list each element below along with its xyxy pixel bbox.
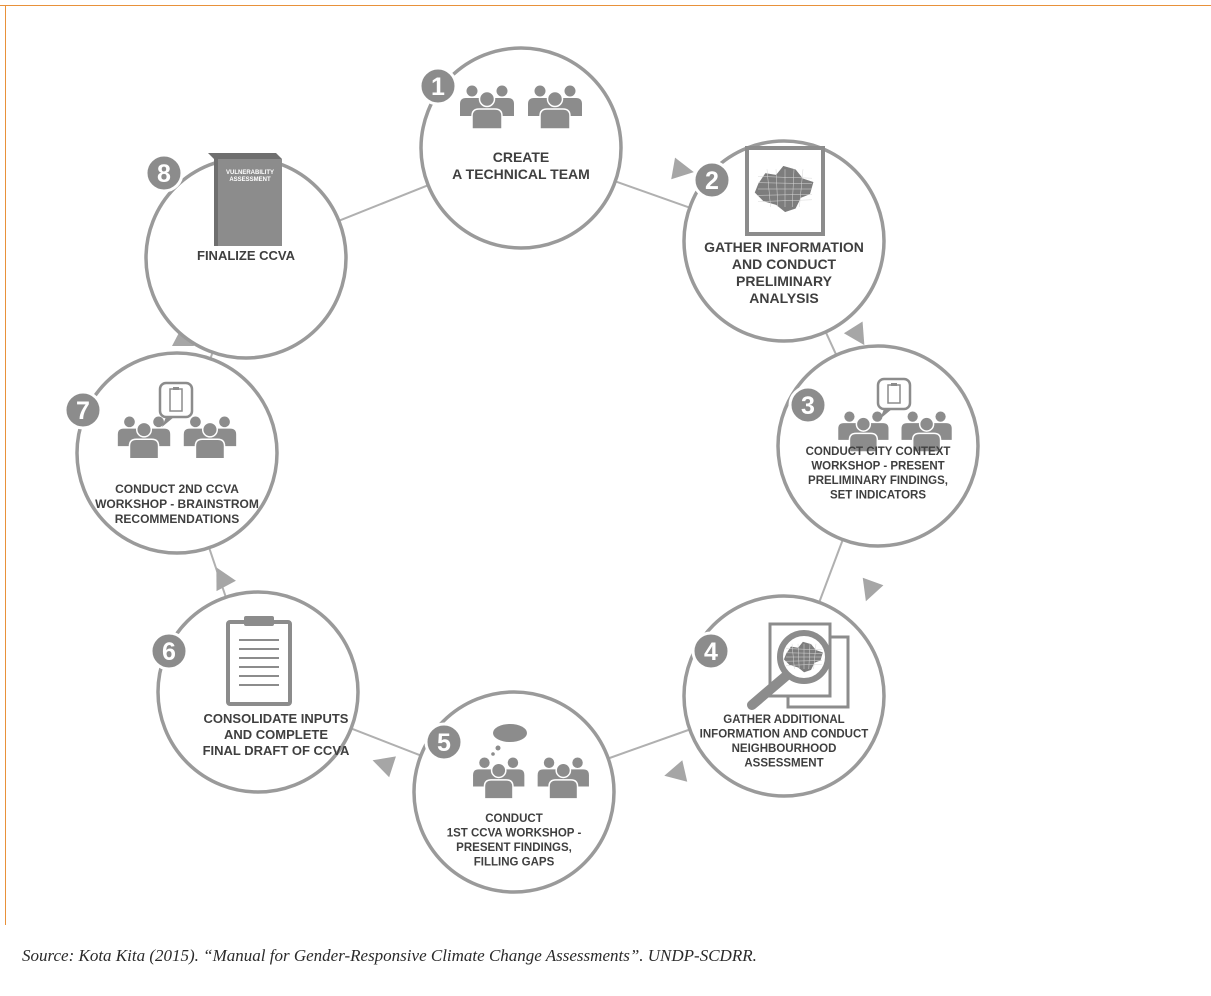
step-number-badge: 2 — [692, 160, 732, 200]
report-cover-text: ASSESSMENT — [229, 177, 271, 183]
step-label: CONDUCT 2ND CCVA — [115, 482, 239, 496]
connector-line — [350, 727, 422, 757]
clipboard-icon — [226, 616, 292, 706]
connector-line — [818, 539, 844, 603]
step-number-badge: 5 — [424, 722, 464, 762]
step-number: 5 — [437, 729, 451, 757]
connector-line — [338, 184, 429, 222]
step-number: 1 — [431, 73, 445, 101]
arrow-head — [862, 577, 884, 602]
step-number: 7 — [76, 397, 90, 425]
step-label: WORKSHOP - PRESENT — [811, 461, 944, 473]
report-cover-text: VULNERABILITY — [226, 170, 274, 176]
step-label: FINALIZE CCVA — [197, 248, 296, 263]
step-label: CREATE — [493, 149, 550, 165]
step-label: NEIGHBOURHOOD — [732, 743, 837, 755]
step-label: ANALYSIS — [749, 290, 819, 306]
people-with-clipboard-bubble-icon — [117, 381, 237, 460]
top-frame-line — [0, 5, 1211, 6]
left-frame-line — [5, 5, 6, 925]
step-label: FILLING GAPS — [474, 857, 555, 869]
step-label: WORKSHOP - BRAINSTROM — [95, 497, 259, 511]
step-label: SET INDICATORS — [830, 490, 926, 502]
step-label: RECOMMENDATIONS — [115, 512, 239, 526]
arrow-head — [216, 567, 236, 592]
step-number: 6 — [162, 638, 176, 666]
step-number-badge: 8 — [144, 153, 184, 193]
step-label: 1ST CCVA WORKSHOP - — [447, 828, 582, 840]
step-number: 4 — [704, 638, 718, 666]
step-label: AND COMPLETE — [224, 727, 328, 742]
step-label: A TECHNICAL TEAM — [452, 166, 590, 182]
step-circle — [412, 690, 616, 894]
step-number-badge: 1 — [418, 66, 458, 106]
step-number-badge: 7 — [63, 390, 103, 430]
arrow-head — [843, 321, 865, 346]
people-with-speech-bubble-icon — [838, 377, 952, 453]
step-circle — [682, 139, 886, 343]
step-label: PRESENT FINDINGS, — [456, 842, 572, 854]
connector-line — [824, 331, 838, 356]
flow-arrows — [172, 157, 884, 782]
connector-line — [614, 180, 691, 209]
step-label: PRELIMINARY — [736, 273, 833, 289]
two-groups-of-people-icon — [460, 85, 582, 130]
step-number: 2 — [705, 167, 719, 195]
step-label: GATHER ADDITIONAL — [723, 714, 844, 726]
step-label: INFORMATION AND CONDUCT — [700, 729, 869, 741]
step-number: 3 — [801, 392, 815, 420]
source-note: Source: Kota Kita (2015). “Manual for Ge… — [22, 946, 757, 965]
step-label: FINAL DRAFT OF CCVA — [203, 743, 350, 758]
arrow-head — [671, 157, 694, 180]
connector-line — [607, 728, 691, 760]
step-number: 8 — [157, 160, 171, 188]
step-number-badge: 6 — [149, 631, 189, 671]
step-label: ASSESSMENT — [744, 758, 823, 770]
step-label: CONSOLIDATE INPUTS — [204, 711, 349, 726]
step-label: AND CONDUCT — [732, 256, 837, 272]
step-circle — [75, 351, 279, 555]
magnifier-over-map-icon — [747, 622, 850, 710]
framed-city-map-icon — [745, 146, 825, 236]
people-with-thought-cloud-icon — [473, 724, 589, 800]
step-label: CONDUCT — [485, 813, 543, 825]
step-number-badge: 4 — [691, 631, 731, 671]
step-label: GATHER INFORMATION — [704, 239, 864, 255]
arrow-head — [664, 760, 688, 782]
step-label: PRELIMINARY FINDINGS, — [808, 475, 948, 487]
arrow-head — [372, 756, 396, 778]
step-label: CONDUCT CITY CONTEXT — [806, 446, 951, 458]
step-number-badge: 3 — [788, 385, 828, 425]
